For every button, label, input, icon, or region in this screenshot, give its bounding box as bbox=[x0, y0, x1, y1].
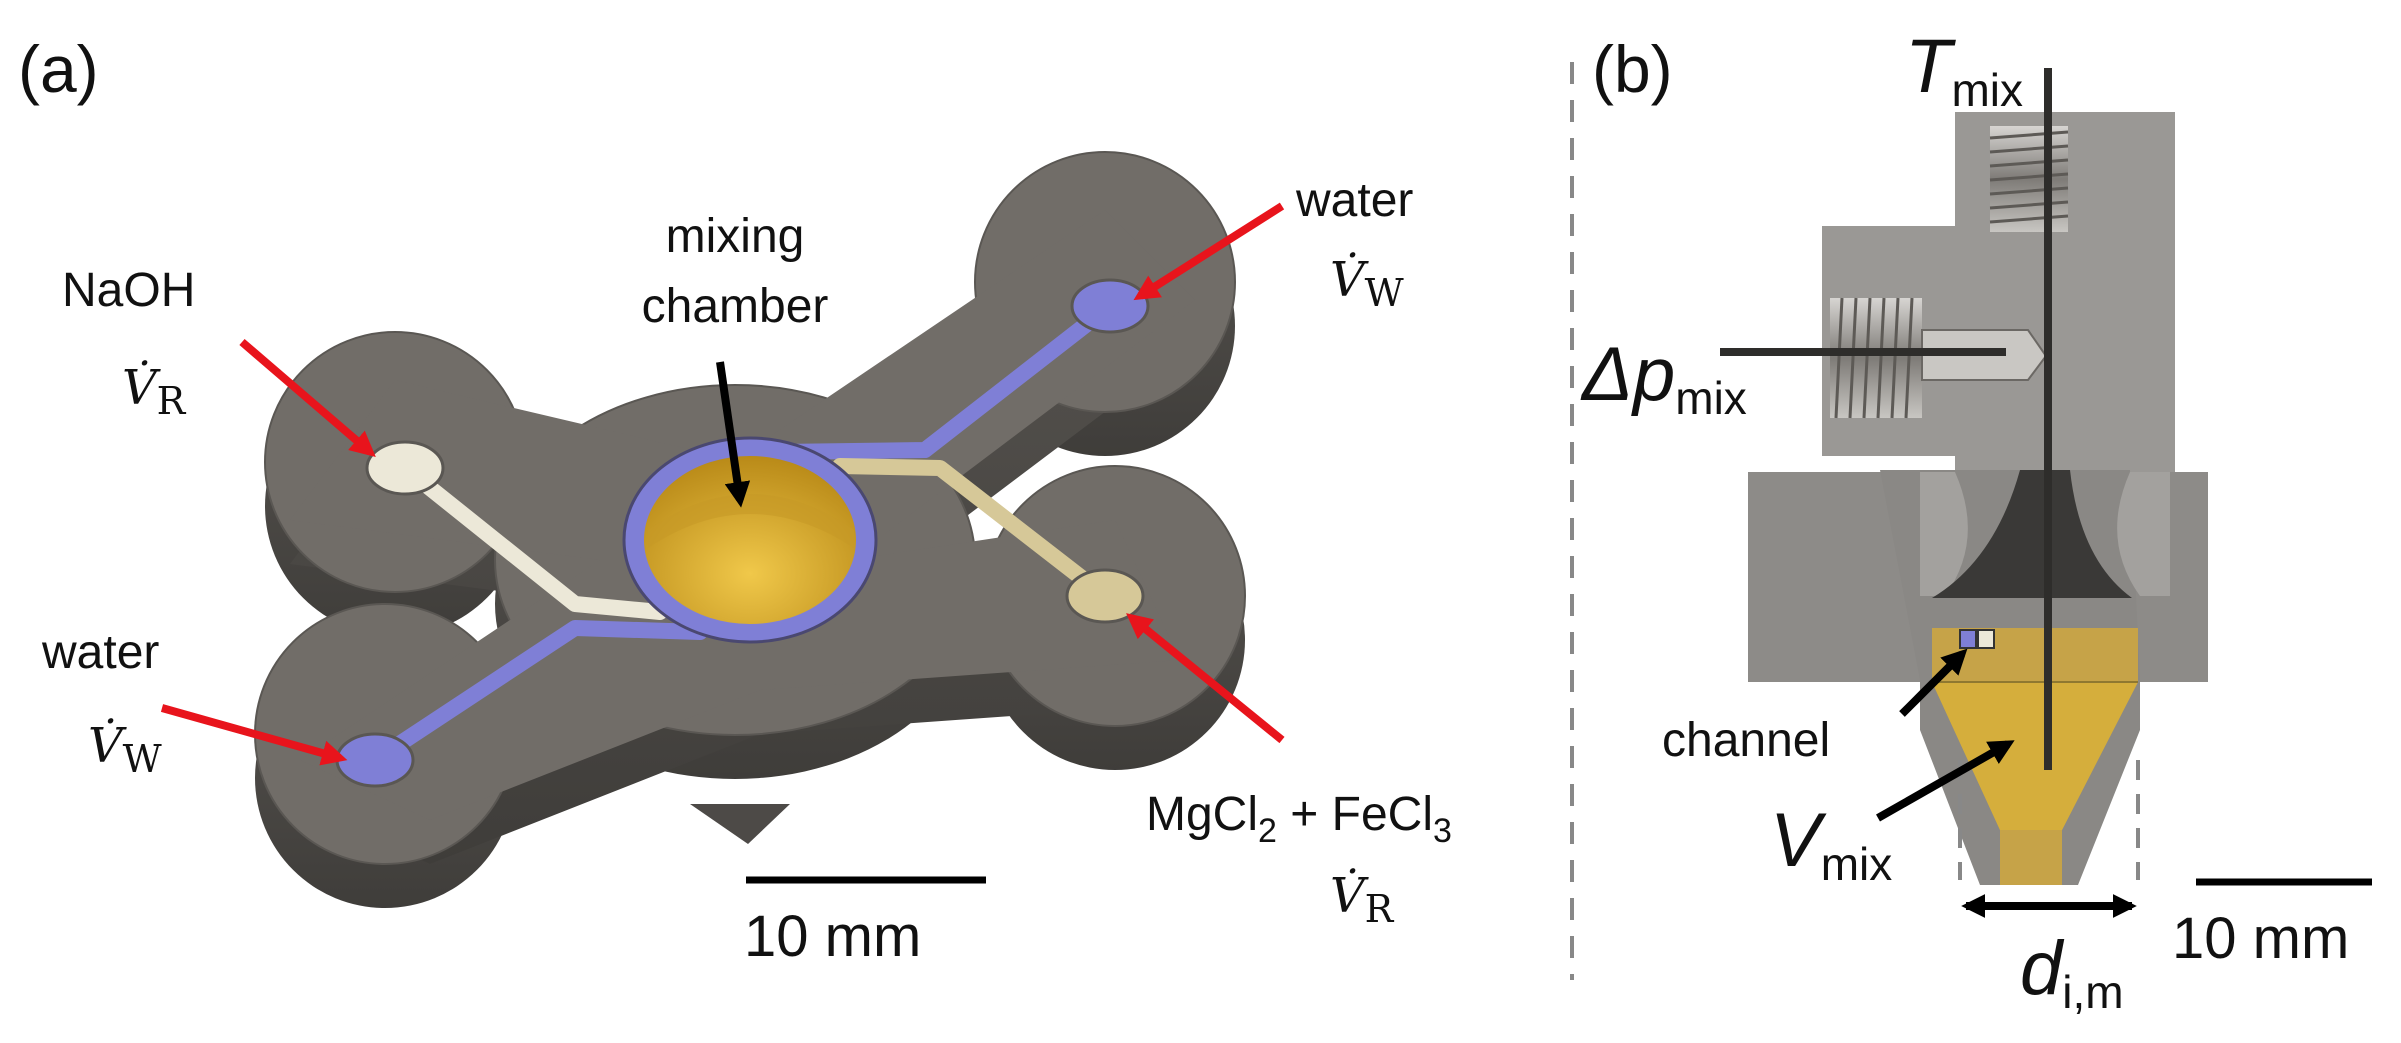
label-mixing-line1: mixing bbox=[666, 210, 805, 263]
channels bbox=[367, 298, 1118, 768]
top-threads bbox=[1989, 126, 2069, 232]
panel-b-labels: Tmix Δpmix channel Vmix di,m bbox=[1580, 24, 2124, 1018]
salts-arrow bbox=[1126, 613, 1285, 744]
label-dp-mix: Δpmix bbox=[1580, 332, 1747, 424]
label-water-left: water bbox=[41, 626, 159, 679]
water-top-channel bbox=[772, 298, 1118, 460]
label-t-mix: Tmix bbox=[1905, 24, 2023, 116]
channel-marker-blue bbox=[1959, 629, 1977, 649]
scale-bar-a: 10 mm bbox=[744, 876, 986, 969]
reactor-section bbox=[1748, 112, 2208, 885]
water-left-inlet bbox=[335, 732, 415, 788]
panel-a: (a) bbox=[18, 32, 1452, 969]
label-naoh: NaOH bbox=[62, 264, 195, 317]
panel-a-label: (a) bbox=[18, 32, 99, 106]
channel-marker-cream bbox=[1977, 629, 1995, 649]
side-threads bbox=[1830, 297, 1922, 419]
label-salts: MgCl2 + FeCl3 bbox=[1146, 788, 1452, 850]
panel-b: (b) bbox=[1580, 24, 2372, 1018]
naoh-inlet bbox=[365, 440, 445, 496]
label-mixing-line2: chamber bbox=[642, 280, 829, 333]
naoh-arrow bbox=[239, 338, 376, 458]
channel-arrow bbox=[1899, 648, 1968, 717]
water-left-arrow bbox=[160, 704, 348, 766]
volume-arrow bbox=[1876, 740, 2015, 822]
water-top-inlet bbox=[1070, 278, 1150, 334]
water-top-arrow bbox=[1133, 202, 1285, 301]
panel-b-label: (b) bbox=[1592, 32, 1673, 106]
scale-bar-b: 10 mm bbox=[2172, 878, 2372, 971]
scale-bar-a-label: 10 mm bbox=[744, 904, 921, 969]
label-d-im: di,m bbox=[2020, 926, 2124, 1018]
inlet-ports bbox=[335, 278, 1150, 788]
label-water-top: water bbox=[1295, 174, 1413, 227]
label-v-mix: Vmix bbox=[1770, 798, 1892, 890]
neck-funnel bbox=[1932, 470, 2132, 598]
inlet-arrows bbox=[160, 202, 1285, 766]
scale-bar-b-label: 10 mm bbox=[2172, 906, 2349, 971]
mixing-chamber bbox=[622, 436, 878, 644]
label-channel: channel bbox=[1662, 714, 1830, 767]
label-water-left-flow: V̇W bbox=[88, 716, 162, 781]
label-water-top-flow: V̇W bbox=[1330, 250, 1404, 315]
panel-a-labels: NaOH V̇R water V̇W mixing chamber water … bbox=[41, 174, 1452, 931]
label-naoh-flow: V̇R bbox=[122, 358, 187, 423]
salts-inlet bbox=[1065, 568, 1145, 624]
naoh-channel bbox=[397, 460, 668, 620]
label-salts-flow: V̇R bbox=[1330, 866, 1395, 931]
salts-channel bbox=[832, 458, 1113, 604]
chamber-arrow bbox=[716, 361, 751, 508]
water-left-channel bbox=[367, 620, 708, 768]
